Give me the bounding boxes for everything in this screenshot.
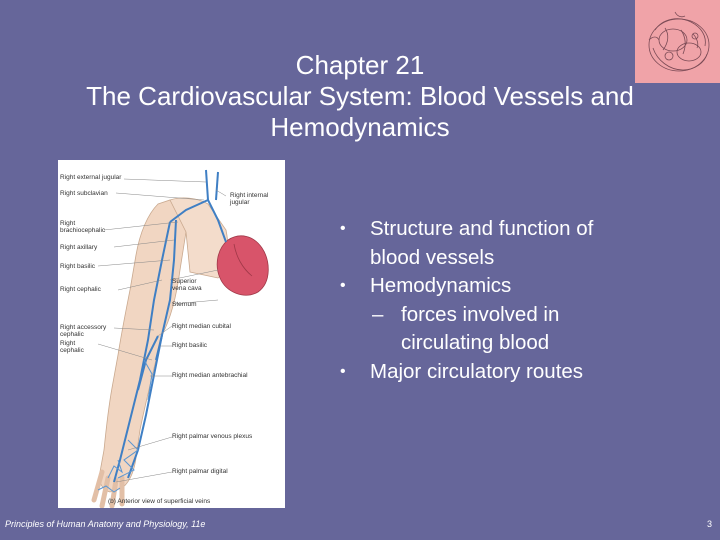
label-superior-vena-cava: Superior vena cava [172, 278, 202, 292]
label-right-median-antebrachial: Right median antebrachial [172, 372, 248, 379]
bullet-dot: • [340, 362, 346, 380]
label-right-basilic-upper: Right basilic [60, 263, 96, 270]
label-right-palmar-digital: Right palmar digital [172, 468, 228, 475]
label-right-axillary: Right axillary [60, 244, 98, 251]
title-line-3: Hemodynamics [270, 112, 450, 142]
bullet-text: Hemodynamics [370, 274, 512, 297]
sub-bullet-continuation: circulating blood [340, 329, 670, 358]
figure-caption: (b) Anterior view of superficial veins [108, 498, 211, 505]
bullet-text: circulating blood [401, 331, 550, 354]
label-right-brachiocephalic: Right brachiocephalic [60, 220, 106, 234]
bullet-item: • Structure and function of [340, 215, 670, 244]
bullet-dot: • [340, 220, 346, 237]
label-right-internal-jugular: Right internal jugular [230, 192, 269, 206]
arm-veins-illustration [91, 169, 269, 508]
slide-title: Chapter 21 The Cardiovascular System: Bl… [40, 50, 680, 143]
title-line-2: The Cardiovascular System: Blood Vessels… [86, 81, 634, 111]
bullet-item: • Hemodynamics [340, 272, 670, 301]
label-right-accessory-cephalic: Right accessory cephalic [60, 324, 107, 338]
bullet-item: • Major circulatory routes [340, 358, 670, 387]
arm-veins-figure: Right external jugular Right subclavian … [58, 160, 285, 508]
label-right-palmar-venous-plexus: Right palmar venous plexus [172, 433, 253, 440]
page-number: 3 [706, 519, 712, 529]
label-right-subclavian: Right subclavian [60, 190, 108, 197]
label-right-external-jugular: Right external jugular [60, 174, 122, 181]
bullet-list: • Structure and function of blood vessel… [340, 215, 670, 386]
label-right-median-cubital: Right median cubital [172, 323, 231, 330]
bullet-text: forces involved in [401, 302, 560, 326]
title-line-1: Chapter 21 [295, 50, 425, 80]
bullet-text: Structure and function of [370, 217, 594, 240]
bullet-dot: • [340, 277, 346, 294]
heart-sketch-icon [635, 0, 720, 83]
bullet-dash: – [372, 302, 384, 326]
label-sternum: Sternum [172, 301, 197, 308]
sub-bullet-item: – forces involved in [340, 301, 670, 330]
bullet-text: Major circulatory routes [370, 359, 584, 383]
bullet-continuation: blood vessels [340, 244, 670, 273]
footer-book-title: Principles of Human Anatomy and Physiolo… [5, 519, 206, 529]
label-right-cephalic-lower: Right cephalic [60, 340, 84, 354]
label-right-basilic-lower: Right basilic [172, 342, 208, 349]
bullet-text: blood vessels [370, 245, 495, 269]
label-right-cephalic-upper: Right cephalic [60, 286, 101, 293]
